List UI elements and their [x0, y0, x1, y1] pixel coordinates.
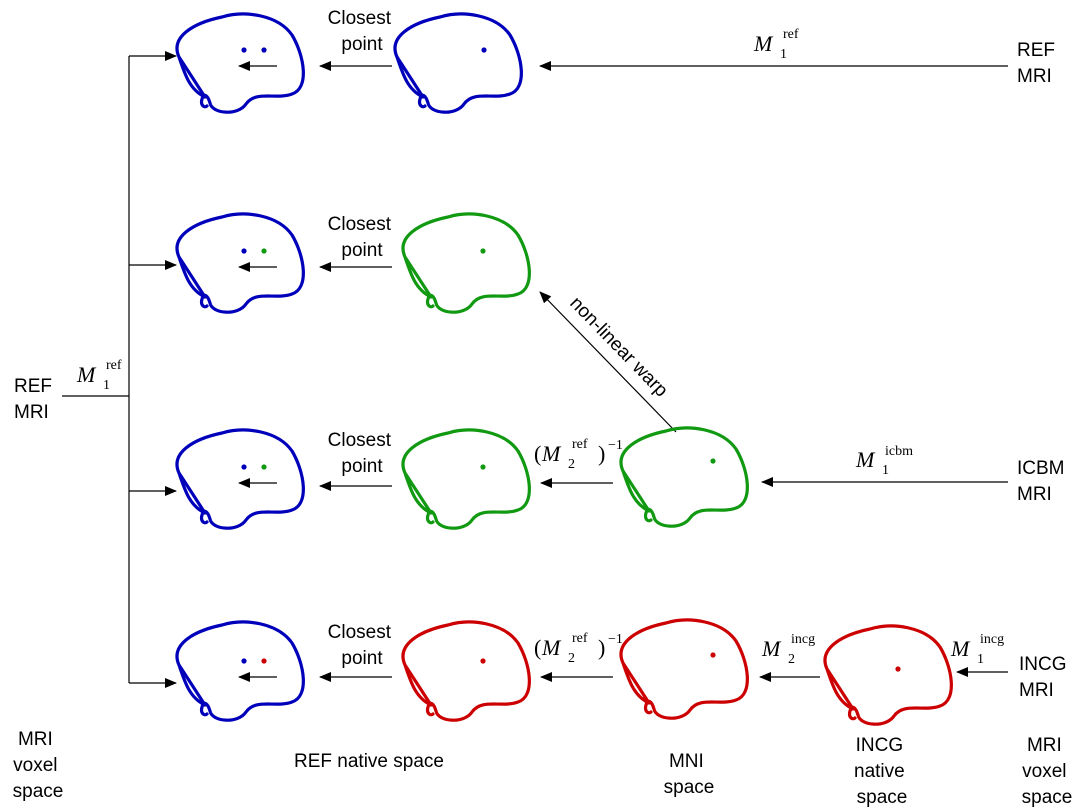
svg-text:M: M — [76, 362, 97, 387]
ref-native-space-label: REF native space — [294, 751, 444, 772]
arrow-nonlinear-warp — [539, 291, 677, 433]
closest-point-label: Closest point — [328, 8, 397, 55]
svg-text:icbm: icbm — [885, 444, 913, 459]
mni-space-label: MNI space — [664, 751, 715, 798]
svg-text:M: M — [753, 31, 774, 56]
nonlinear-warp-label: non-linear warp — [565, 293, 671, 402]
math-m1-ref-label: M ref 1 — [753, 27, 799, 62]
svg-text:ref: ref — [572, 437, 588, 452]
svg-text:−1: −1 — [608, 632, 623, 647]
svg-text:ref: ref — [572, 631, 588, 646]
brain-ref-native-row3 — [401, 428, 531, 530]
svg-text:M: M — [541, 441, 562, 466]
mri-voxel-space-right-label: MRI voxel space — [1022, 735, 1073, 808]
mri-voxel-space-left-label: MRI voxel space — [13, 729, 64, 802]
brain-ref-result-row3 — [175, 428, 305, 530]
dot-ref-point — [241, 658, 247, 664]
dot-point — [480, 464, 486, 470]
dot-point — [480, 658, 486, 664]
math-m1-icbm-label: M icbm 1 — [855, 444, 913, 478]
svg-text:incg: incg — [791, 632, 815, 647]
svg-text:incg: incg — [980, 632, 1004, 647]
left-ref-mri-label: REF MRI — [14, 376, 57, 423]
svg-text:M: M — [950, 636, 971, 661]
svg-text:1: 1 — [780, 47, 787, 62]
dot-point — [895, 666, 901, 672]
incg-native-space-label: INCG native space — [854, 735, 910, 808]
brain-ref-native-row4 — [401, 620, 531, 722]
brain-ref-result-row4 — [175, 620, 305, 722]
dot-ref-point — [241, 47, 247, 53]
svg-text:1: 1 — [977, 652, 984, 667]
svg-text:2: 2 — [788, 652, 795, 667]
math-left-m1-ref-label: M ref 1 — [76, 358, 122, 393]
row-icbm: Closest point ( M ref 2 ) −1 M icbm 1 IC… — [175, 426, 1070, 530]
icbm-mri-label: ICBM MRI — [1017, 458, 1070, 505]
dot-point — [710, 652, 716, 658]
closest-point-label: Closest point — [328, 622, 397, 669]
ref-mri-label: REF MRI — [1017, 40, 1060, 87]
dot-closest-point — [261, 658, 267, 664]
row-icbm-warped: Closest point non-linear warp — [175, 212, 677, 433]
svg-text:1: 1 — [882, 463, 889, 478]
left-ref-mri-group: REF MRI M ref 1 — [14, 51, 177, 688]
dot-point — [710, 458, 716, 464]
incg-mri-label: INCG MRI — [1019, 654, 1072, 701]
dot-point — [480, 248, 486, 254]
svg-text:−1: −1 — [608, 438, 623, 453]
svg-text:1: 1 — [103, 378, 110, 393]
svg-text:M: M — [855, 447, 876, 472]
brain-ref-result-row2 — [175, 212, 305, 314]
math-m2-ref-inverse-label: ( M ref 2 ) −1 — [534, 631, 623, 666]
svg-text:ref: ref — [783, 27, 799, 42]
dot-closest-point — [261, 464, 267, 470]
svg-text:2: 2 — [568, 457, 575, 472]
brain-ref-native-row1 — [393, 12, 523, 114]
svg-text:2: 2 — [568, 651, 575, 666]
brain-mni-row3 — [619, 426, 749, 528]
row-incg: Closest point ( M ref 2 ) −1 M incg 2 M … — [175, 618, 1072, 726]
math-m2-ref-inverse-label: ( M ref 2 ) −1 — [534, 437, 623, 472]
space-labels: MRI voxel space REF native space MNI spa… — [13, 729, 1073, 808]
brain-mni-row4 — [619, 618, 749, 720]
svg-text:): ) — [598, 635, 605, 660]
dot-ref-point — [241, 248, 247, 254]
dot-point — [481, 47, 487, 53]
math-m1-incg-label: M incg 1 — [950, 632, 1004, 667]
closest-point-label: Closest point — [328, 214, 397, 261]
math-m2-incg-label: M incg 2 — [761, 632, 815, 667]
dot-ref-point — [241, 464, 247, 470]
brain-ref-result-row1 — [175, 12, 305, 114]
svg-text:): ) — [598, 441, 605, 466]
dot-closest-point — [261, 47, 267, 53]
svg-text:M: M — [761, 636, 782, 661]
dot-closest-point — [261, 248, 267, 254]
svg-text:(: ( — [534, 635, 541, 660]
svg-text:M: M — [541, 635, 562, 660]
closest-point-label: Closest point — [328, 430, 397, 477]
row-ref: Closest point M ref 1 REF MRI — [175, 8, 1060, 114]
brain-incg-native-row4 — [823, 624, 953, 726]
svg-text:ref: ref — [106, 358, 122, 373]
svg-text:(: ( — [534, 441, 541, 466]
brain-warped-row2 — [401, 212, 531, 314]
